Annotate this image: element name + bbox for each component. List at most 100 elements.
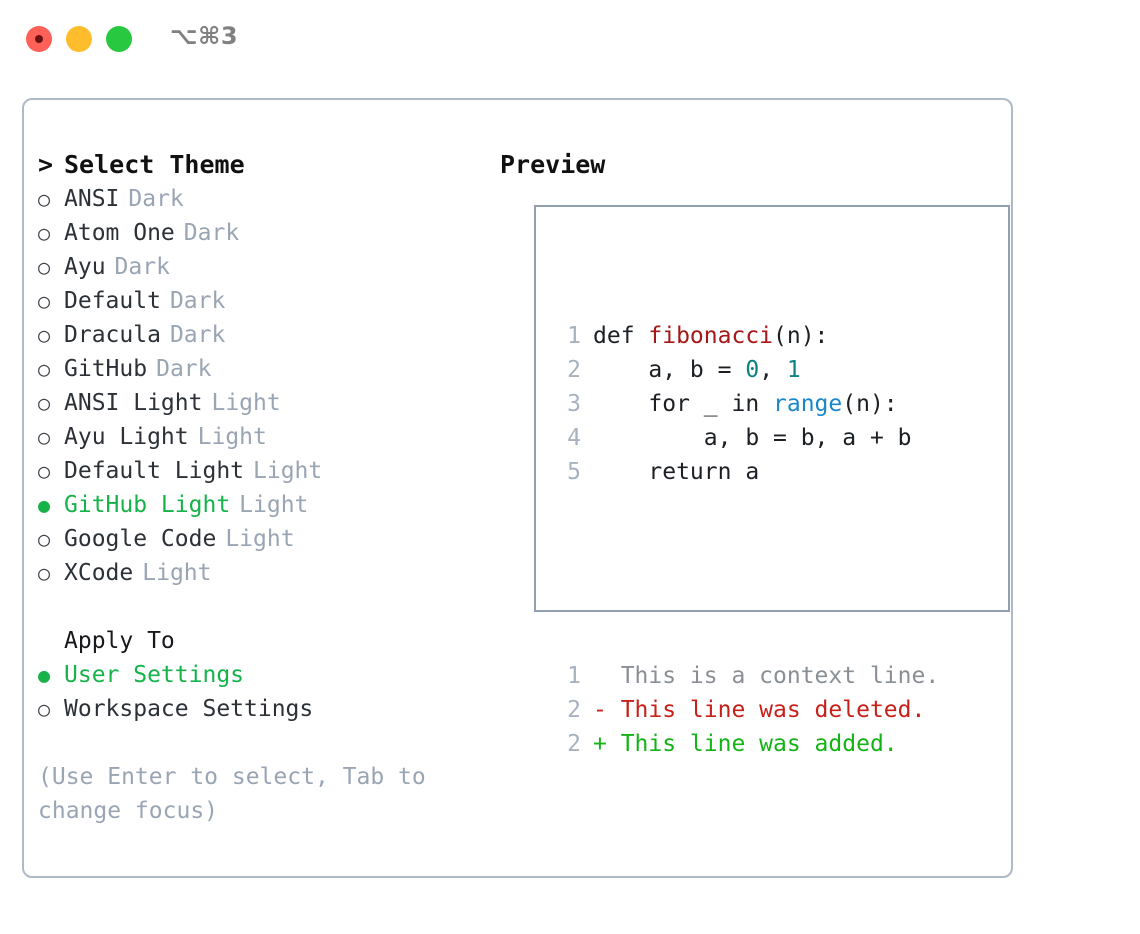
code-line-number: 5	[567, 459, 581, 485]
theme-variant-tag: Dark	[169, 322, 226, 348]
code-token-num: 0	[745, 357, 760, 383]
close-button[interactable]	[26, 26, 52, 52]
title-bar: ⌥⌘3	[0, 0, 1140, 78]
radio-unselected-icon: ○	[38, 425, 51, 449]
code-token-plain: def	[593, 323, 649, 349]
theme-variant-tag: Dark	[183, 220, 240, 246]
code-line-number: 3	[567, 391, 581, 417]
maximize-button[interactable]	[106, 26, 132, 52]
theme-variant-tag: Dark	[156, 356, 212, 382]
apply-to-list: ● User Settings ○ Workspace Settings	[38, 658, 478, 726]
radio-unselected-icon: ○	[38, 323, 51, 347]
diff-line-text: - This line was deleted.	[593, 697, 926, 723]
code-line-number: 2	[567, 357, 581, 383]
theme-variant-tag: Light	[225, 526, 295, 552]
radio-unselected-icon: ○	[38, 255, 51, 279]
code-line: 2 a, b = 0, 1	[551, 353, 939, 387]
diff-line-number: 1	[567, 663, 581, 689]
code-token-fn: fibonacci	[648, 323, 774, 349]
diff-sample: 1 This is a context line. 2 - This line wa…	[551, 659, 939, 761]
radio-unselected-icon: ○	[38, 391, 51, 415]
theme-option-label: Ayu	[64, 254, 106, 280]
diff-line-number: 2	[567, 697, 581, 723]
radio-unselected-icon: ○	[38, 357, 51, 381]
radio-unselected-icon: ○	[38, 561, 51, 585]
select-theme-heading: > Select Theme	[38, 148, 478, 182]
window-controls	[26, 26, 132, 52]
theme-option-dracula[interactable]: ○ Dracula Dark	[38, 318, 478, 352]
diff-line-added: 2 + This line was added.	[551, 727, 939, 761]
prompt-caret-icon: >	[38, 150, 54, 179]
theme-option-label: Dracula	[64, 322, 161, 348]
diff-line-context: 1 This is a context line.	[551, 659, 939, 693]
apply-to-option-label: User Settings	[64, 662, 245, 688]
code-line-text: def fibonacci(n):	[593, 319, 828, 353]
code-token-plain: a, b = b, a + b	[593, 425, 912, 451]
theme-variant-tag: Light	[142, 560, 212, 586]
keyboard-shortcut-label: ⌥⌘3	[170, 22, 239, 50]
apply-to-option-workspace-settings[interactable]: ○ Workspace Settings	[38, 692, 478, 726]
code-token-bi: range	[773, 391, 843, 417]
diff-line-text: This is a context line.	[593, 663, 940, 689]
theme-option-github[interactable]: ○ GitHub Dark	[38, 352, 478, 386]
apply-to-option-label: Workspace Settings	[64, 696, 314, 722]
theme-variant-tag: Light	[253, 458, 323, 484]
theme-variant-tag: Dark	[128, 186, 184, 212]
diff-line-text: + This line was added.	[593, 731, 898, 757]
radio-unselected-icon: ○	[38, 527, 51, 551]
theme-option-label: GitHub	[64, 356, 148, 382]
radio-unselected-icon: ○	[38, 697, 51, 721]
theme-option-label: XCode	[64, 560, 134, 586]
theme-option-label: GitHub Light	[64, 492, 231, 518]
diff-line-number: 2	[567, 731, 581, 757]
theme-option-label: ANSI Light	[64, 390, 203, 416]
code-token-plain: (n):	[773, 323, 829, 349]
keyboard-hint: (Use Enter to select, Tab to change focu…	[38, 764, 426, 824]
minimize-button[interactable]	[66, 26, 92, 52]
select-theme-heading-label: Select Theme	[64, 150, 245, 179]
code-token-plain: (n):	[842, 391, 898, 417]
code-token-plain: a, b =	[593, 357, 746, 383]
code-line: 1 def fibonacci(n):	[551, 319, 939, 353]
preview-heading: Preview	[500, 150, 606, 179]
radio-selected-icon: ●	[38, 493, 51, 517]
theme-variant-tag: Light	[211, 390, 281, 416]
theme-option-atom-one[interactable]: ○ Atom One Dark	[38, 216, 478, 250]
list-gap	[38, 590, 478, 624]
radio-unselected-icon: ○	[38, 289, 51, 313]
theme-variant-tag: Light	[239, 492, 309, 518]
radio-unselected-icon: ○	[38, 221, 51, 245]
theme-option-label: Default Light	[64, 458, 245, 484]
code-line-number: 1	[567, 323, 581, 349]
theme-option-label: ANSI	[64, 186, 120, 212]
theme-option-ansi-light[interactable]: ○ ANSI Light Light	[38, 386, 478, 420]
theme-option-label: Default	[64, 288, 161, 314]
apply-to-heading-label: Apply To	[64, 628, 175, 654]
code-line: 4 a, b = b, a + b	[551, 421, 939, 455]
theme-option-xcode[interactable]: ○ XCode Light	[38, 556, 478, 590]
code-line-text: for _ in range(n):	[593, 387, 898, 421]
apply-to-option-user-settings[interactable]: ● User Settings	[38, 658, 478, 692]
code-diff-gap	[551, 557, 939, 591]
code-token-num: 1	[786, 357, 801, 383]
code-line-number: 4	[567, 425, 581, 451]
theme-option-label: Atom One	[64, 220, 175, 246]
diff-line-deleted: 2 - This line was deleted.	[551, 693, 939, 727]
code-line-text: a, b = b, a + b	[593, 421, 912, 455]
theme-option-github-light[interactable]: ● GitHub Light Light	[38, 488, 478, 522]
code-token-plain: ,	[759, 357, 787, 383]
radio-selected-icon: ●	[38, 663, 51, 687]
